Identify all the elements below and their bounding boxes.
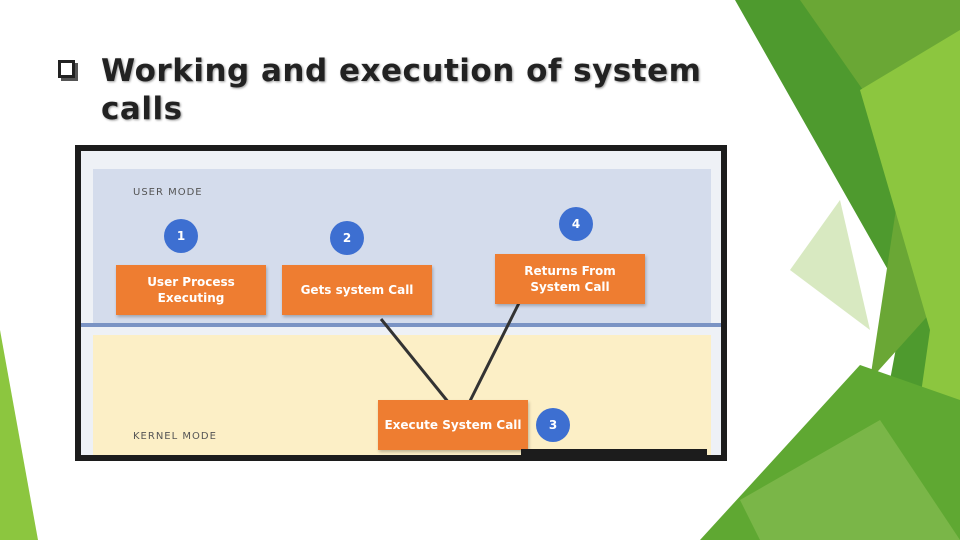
step-1-circle: 1 [164, 219, 198, 253]
slide-title-row: Working and execution of system calls [58, 52, 738, 128]
arrow-to-user [467, 302, 521, 404]
user-process-executing-box: User Process Executing [116, 265, 266, 315]
system-call-diagram: USER MODE KERNEL MODE 1 2 3 4 User Proce… [75, 145, 727, 461]
mode-divider [81, 323, 721, 327]
right-green-highlight [790, 200, 870, 330]
slide-title: Working and execution of system calls [101, 53, 702, 127]
right-green-band-dark [735, 0, 960, 540]
bottom-right-green-triangle [700, 365, 960, 540]
checkbox-bullet-icon [58, 60, 76, 78]
user-mode-label: USER MODE [133, 187, 203, 198]
gets-system-call-box: Gets system Call [282, 265, 432, 315]
step-2-circle: 2 [330, 221, 364, 255]
execute-system-call-box: Execute System Call [378, 400, 528, 450]
right-green-band-light [860, 30, 960, 540]
step-3-circle: 3 [536, 408, 570, 442]
left-green-accent [0, 330, 38, 540]
flow-arrows [379, 302, 521, 404]
right-green-band-mid [800, 0, 960, 380]
step-4-circle: 4 [559, 207, 593, 241]
arrow-to-kernel [379, 318, 451, 404]
bottom-right-green-triangle-light [740, 420, 960, 540]
kernel-mode-label: KERNEL MODE [133, 431, 217, 442]
returns-from-system-call-box: Returns From System Call [495, 254, 645, 304]
bottom-edge-strip [521, 449, 707, 455]
